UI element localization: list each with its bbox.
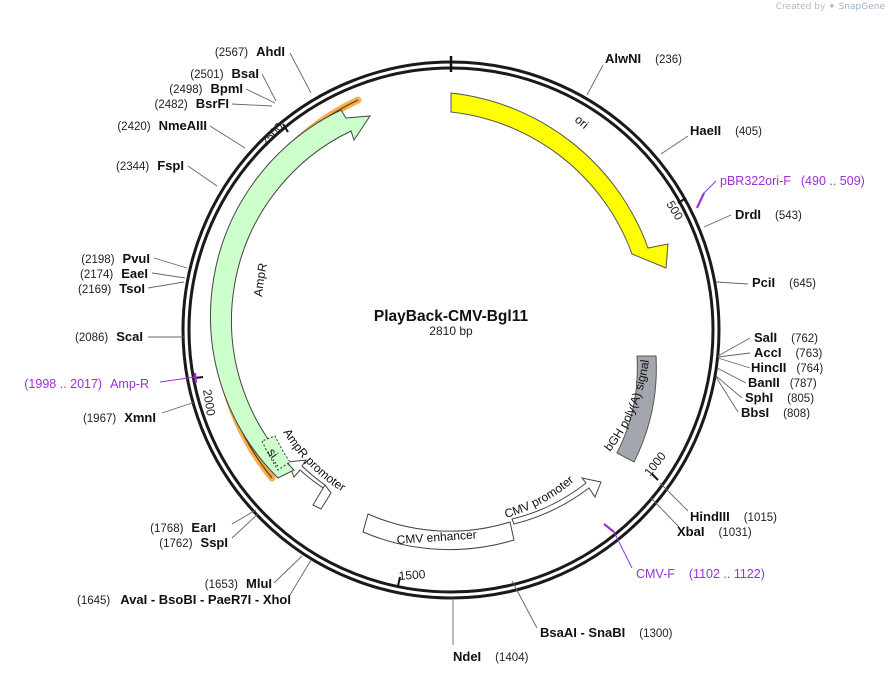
enzyme-drdi: DrdI(543) (735, 207, 802, 222)
tick-label-500: 500 (663, 198, 686, 223)
ampr-promoter-label: AmpR promoter (280, 426, 348, 494)
enzyme-sspi: (1762)SspI (159, 535, 228, 550)
ampr-promoter-tail (312, 484, 332, 510)
ori-feature-label: ori (572, 112, 591, 131)
enzyme-eaei: (2174)EaeI (80, 266, 148, 281)
cmv-enhancer-label: CMV enhancer (396, 527, 477, 547)
tick-label-1000: 1000 (641, 449, 669, 479)
enzyme-bbsi: BbsI(808) (741, 405, 810, 420)
enzyme-bsaai-snabi: BsaAI - SnaBI(1300) (540, 625, 673, 640)
enzyme-banii: BanII(787) (748, 375, 817, 390)
enzyme-hindiii: HindIII(1015) (690, 509, 777, 524)
bgh-feature-box (616, 355, 657, 463)
ampr-feature-label-text: AmpR (251, 261, 270, 297)
ampr-feature-label: AmpR (251, 261, 270, 297)
enzyme-hincii: HincII(764) (751, 360, 823, 375)
enzyme-pcii: PciI(645) (752, 275, 816, 290)
primer-cmvf-label: CMV-F(1102 .. 1122) (636, 567, 765, 581)
credit-brand: SnapGene (838, 2, 885, 12)
snapgene-logo-icon: ✦ (828, 2, 836, 12)
enzyme-ahdi: (2567)AhdI (215, 44, 285, 59)
tick-mark-1000 (651, 473, 659, 481)
tick-mark-1500 (397, 576, 401, 587)
snapgene-credit: Created by ✦ SnapGene (776, 2, 885, 12)
ori-feature-arrow (450, 92, 669, 269)
enzyme-alwni: AlwNI(236) (605, 51, 682, 66)
enzyme-avai-bsobi-paer7i-xhoi: (1645)AvaI - BsoBI - PaeR7I - XhoI (77, 592, 291, 607)
enzyme-pvui: (2198)PvuI (81, 251, 150, 266)
cmv-promoter-arrow (511, 477, 602, 525)
ampr-promoter-arrow (287, 459, 332, 494)
primer-pbr322ori-label: pBR322ori-F(490 .. 509) (720, 174, 865, 188)
plasmid-name: PlayBack-CMV-Bgl11 (374, 308, 529, 325)
plasmid-length: 2810 bp (429, 324, 473, 338)
primer-leader-lines (159, 180, 717, 569)
enzyme-sphi: SphI(805) (745, 390, 814, 405)
cmv-enhancer-box (362, 513, 515, 550)
primer-ampr-label: (1998 .. 2017)Amp-R (24, 377, 149, 391)
primer-ampr-mark (193, 372, 198, 384)
tick-label-1500: 1500 (398, 567, 426, 583)
enzyme-bsrfi: (2482)BsrFI (155, 96, 229, 111)
enzyme-xbai: XbaI(1031) (677, 524, 752, 539)
enzyme-nmeaiii: (2420)NmeAIII (117, 118, 207, 133)
primer-cmvf-mark (603, 523, 615, 533)
scale-ticks (194, 123, 687, 587)
ampr-feature-arrow (210, 109, 371, 479)
enzyme-sali: SalI(762) (754, 330, 818, 345)
credit-prefix: Created by (775, 2, 826, 12)
signal-seq-box (261, 435, 291, 471)
enzyme-scai: (2086)ScaI (75, 329, 143, 344)
enzyme-ndei: NdeI(1404) (453, 649, 529, 664)
tick-label-2000: 2000 (200, 388, 218, 417)
enzyme-bpmi: (2498)BpmI (169, 81, 243, 96)
enzyme-bsai: (2501)BsaI (190, 66, 259, 81)
enzyme-xmni: (1967)XmnI (83, 410, 156, 425)
enzyme-mlui: (1653)MluI (205, 576, 272, 591)
tick-label-2500: 2500 (258, 120, 286, 149)
ampr-promoter-label-text: AmpR promoter (280, 426, 348, 494)
enzyme-eari: (1768)EarI (150, 520, 216, 535)
enzyme-leader-lines (147, 52, 751, 645)
enzyme-haeii: HaeII(405) (690, 123, 762, 138)
primer-pbr322ori-mark (696, 192, 705, 209)
enzyme-fspi: (2344)FspI (116, 158, 184, 173)
tick-mark-2500 (282, 123, 289, 133)
enzyme-acci: AccI(763) (754, 345, 822, 360)
enzyme-tsoi: (2169)TsoI (78, 281, 145, 296)
tick-mark-500 (677, 197, 687, 204)
ori-feature-label-text: ori (572, 112, 591, 131)
